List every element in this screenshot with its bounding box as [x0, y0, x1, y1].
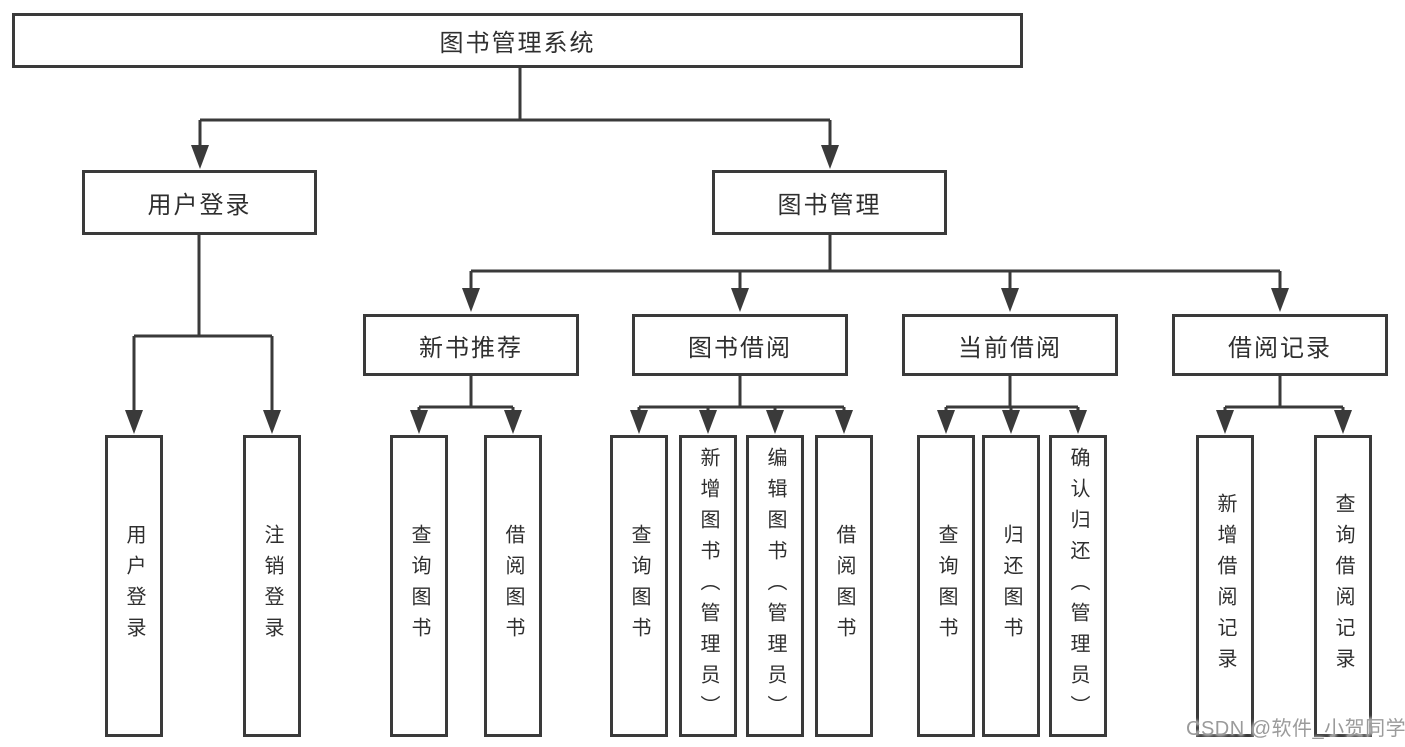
node-leaf-logout: 注销登录: [243, 435, 301, 737]
node-label: 查询图书: [408, 524, 430, 648]
node-book-borrow: 图书借阅: [632, 314, 848, 376]
node-label: 借阅图书: [502, 524, 524, 648]
node-current-borrow: 当前借阅: [902, 314, 1118, 376]
node-leaf-edit-book-admin: 编辑图书（管理员）: [746, 435, 804, 737]
node-book-management: 图书管理: [712, 170, 947, 235]
node-root: 图书管理系统: [12, 13, 1023, 68]
node-label: 编辑图书（管理员）: [764, 446, 786, 726]
node-leaf-user-login: 用户登录: [105, 435, 163, 737]
node-label: 图书借阅: [688, 334, 792, 362]
node-label: 查询借阅记录: [1332, 493, 1354, 679]
node-leaf-query-books-newbook: 查询图书: [390, 435, 448, 737]
node-leaf-add-borrow-record: 新增借阅记录: [1196, 435, 1254, 737]
node-label: 新增图书（管理员）: [697, 446, 719, 726]
node-label: 新书推荐: [419, 334, 523, 362]
node-leaf-borrow-books-newbook: 借阅图书: [484, 435, 542, 737]
node-new-book-recommend: 新书推荐: [363, 314, 579, 376]
node-label: 查询图书: [935, 524, 957, 648]
node-label: 注销登录: [261, 524, 283, 648]
node-label: 图书管理: [777, 192, 882, 219]
node-leaf-query-books-current: 查询图书: [917, 435, 975, 737]
node-label: 图书管理系统: [439, 30, 596, 57]
node-label: 新增借阅记录: [1214, 493, 1236, 679]
node-label: 当前借阅: [958, 334, 1062, 362]
node-label: 确认归还（管理员）: [1067, 446, 1089, 726]
node-leaf-query-books-borrow: 查询图书: [610, 435, 668, 737]
node-label: 归还图书: [1000, 524, 1022, 648]
csdn-watermark: CSDN @软件_小贺同学: [1186, 718, 1405, 740]
node-leaf-query-borrow-record: 查询借阅记录: [1314, 435, 1372, 737]
node-borrow-records: 借阅记录: [1172, 314, 1388, 376]
node-label: 借阅记录: [1228, 334, 1332, 362]
node-user-login: 用户登录: [82, 170, 317, 235]
node-label: 查询图书: [628, 524, 650, 648]
node-leaf-confirm-return-admin: 确认归还（管理员）: [1049, 435, 1107, 737]
node-leaf-return-book: 归还图书: [982, 435, 1040, 737]
node-label: 用户登录: [123, 524, 145, 648]
node-leaf-add-book-admin: 新增图书（管理员）: [679, 435, 737, 737]
node-label: 用户登录: [147, 192, 252, 219]
node-leaf-borrow-books-borrow: 借阅图书: [815, 435, 873, 737]
node-label: 借阅图书: [833, 524, 855, 648]
